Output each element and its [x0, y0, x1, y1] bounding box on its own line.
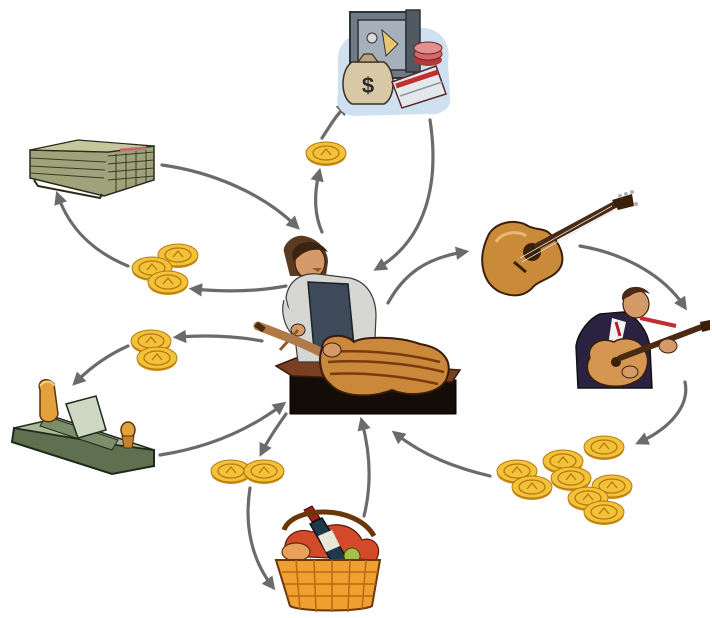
- arrow-craftsman-to-basket-coins: [259, 412, 288, 457]
- flow-arrows: [54, 102, 688, 591]
- guitarist-playing-icon: [575, 286, 710, 389]
- arrow-lumber-to-craftsman: [160, 163, 300, 230]
- arrow-craftsman-to-lumber-coins: [188, 283, 288, 297]
- arrow-coins-to-basket: [246, 486, 276, 591]
- luthier-at-workbench-icon: [253, 235, 462, 415]
- arrow-craftsman-to-plane-coins: [172, 329, 264, 344]
- arrow-basket-to-craftsman: [357, 416, 371, 518]
- food-basket-icon: [274, 505, 382, 613]
- lumber-stack-icon: [29, 139, 155, 200]
- coin-group-musician: [496, 435, 633, 526]
- arrow-musician-to-coins: [635, 380, 688, 445]
- arrow-craftsman-to-bank-coins: [310, 167, 324, 234]
- arrow-bank-to-craftsman: [373, 118, 435, 271]
- safe-with-money-icon: $: [336, 9, 451, 117]
- arrow-coins-to-craftsman: [391, 430, 492, 478]
- arrow-coins-to-lumber: [54, 190, 130, 268]
- arrow-coins-to-plane: [72, 344, 130, 386]
- coin-group-basket: [210, 459, 285, 485]
- arrow-guitar-to-musician: [578, 244, 687, 311]
- acoustic-guitar-icon: [481, 190, 638, 297]
- arrow-plane-to-craftsman: [158, 401, 287, 457]
- wood-plane-tool-icon: [10, 379, 155, 476]
- coin-group-plane: [130, 329, 178, 372]
- coin-group-lumber: [131, 243, 199, 296]
- svg-text:$: $: [362, 73, 374, 98]
- coin-group-bank: [305, 141, 347, 167]
- arrow-craftsman-to-guitar: [386, 246, 470, 305]
